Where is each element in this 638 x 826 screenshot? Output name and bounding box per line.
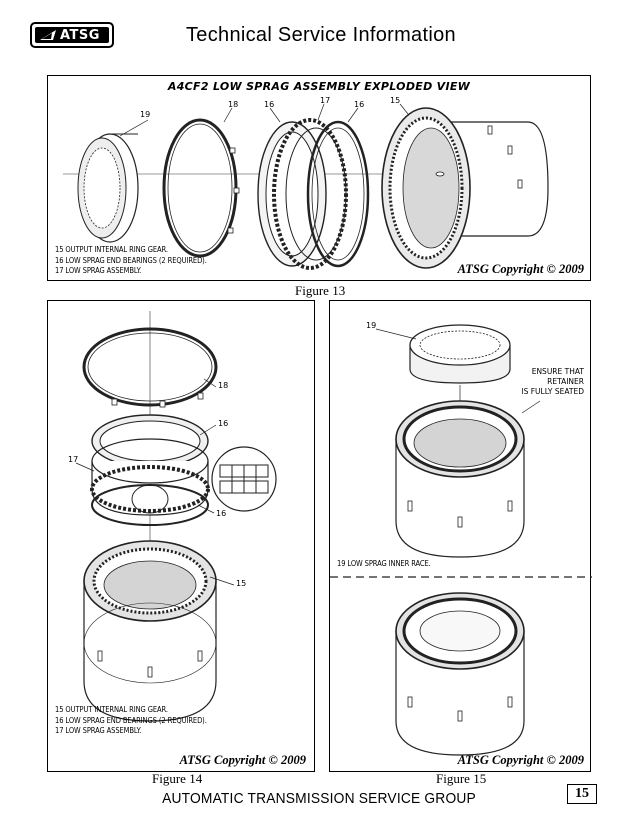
end-bearing-16b-drawing (306, 120, 370, 268)
ring-gear-15-drawing (83, 540, 217, 722)
callout-16b: 16 (216, 509, 227, 518)
figure-13-legend: 15 OUTPUT INTERNAL RING GEAR. 16 LOW SPR… (55, 245, 207, 277)
legend-item: 15 OUTPUT INTERNAL RING GEAR. (55, 705, 168, 714)
legend-item: 16 LOW SPRAG END BEARINGS (2 REQUIRED). (55, 715, 207, 725)
sprag-assembly-17-drawing (272, 118, 348, 270)
retainer-ring-18-drawing (82, 327, 218, 408)
legend-item: 15 OUTPUT INTERNAL RING GEAR. (55, 245, 168, 254)
inner-race-19-drawing (409, 324, 511, 384)
ring-gear-15-drawing (381, 107, 549, 269)
page-number: 15 (567, 784, 597, 804)
atsg-logo: ATSG (30, 22, 114, 48)
figure-15-legend: 19 LOW SPRAG INNER RACE. (337, 559, 431, 570)
end-bearing-16b-drawing (91, 484, 209, 526)
legend-item: 16 LOW SPRAG END BEARINGS (2 REQUIRED). (55, 255, 207, 265)
figure-13-copyright: ATSG Copyright © 2009 (457, 262, 584, 276)
callout-17: 17 (320, 96, 331, 105)
callout-19: 19 (366, 321, 377, 330)
installation-view-illustration (330, 324, 592, 756)
callout-15: 15 (236, 579, 247, 588)
callout-17: 17 (68, 455, 79, 464)
figure-14-legend: 15 OUTPUT INTERNAL RING GEAR. 16 LOW SPR… (55, 705, 207, 737)
legend-item: 17 LOW SPRAG ASSEMBLY. (55, 266, 142, 275)
exploded-view-illustration (63, 103, 549, 270)
sprag-assembly-17-drawing (90, 438, 277, 516)
logo-emblem-icon (40, 30, 56, 40)
figure-14-caption: Figure 14 (152, 771, 203, 786)
legend-item: 19 LOW SPRAG INNER RACE. (337, 559, 431, 568)
retainer-ring-18-drawing (162, 118, 240, 258)
figure-15-panel: 19 ENSURE THAT RETAINER IS FULLY SEATED … (329, 300, 592, 772)
figure-13-title: A4CF2 LOW SPRAG ASSEMBLY EXPLODED VIEW (167, 80, 471, 93)
legend-item: 17 LOW SPRAG ASSEMBLY. (55, 726, 142, 735)
logo-text: ATSG (60, 27, 100, 43)
page-title: Technical Service Information (186, 24, 456, 46)
figure-15-caption: Figure 15 (436, 771, 487, 786)
retainer-seated-note: ENSURE THAT RETAINER IS FULLY SEATED (521, 367, 584, 396)
assembly-view-illustration (75, 311, 277, 722)
callout-18: 18 (228, 100, 239, 109)
figure-14-panel: 18 16 17 16 15 15 OUTPUT INTERNAL RING G… (47, 300, 315, 772)
callout-16: 16 (264, 100, 275, 109)
inner-race-19-drawing (77, 133, 139, 243)
callout-15: 15 (390, 96, 401, 105)
end-bearing-16-drawing (91, 414, 209, 468)
callout-16: 16 (218, 419, 229, 428)
figure-14-copyright: ATSG Copyright © 2009 (179, 753, 306, 767)
page-footer: AUTOMATIC TRANSMISSION SERVICE GROUP (162, 790, 476, 807)
callout-16b: 16 (354, 100, 365, 109)
callout-19: 19 (140, 110, 151, 119)
figure-13-caption: Figure 13 (295, 283, 346, 298)
callout-18: 18 (218, 381, 229, 390)
ring-gear-final-drawing (395, 592, 525, 756)
figure-15-copyright: ATSG Copyright © 2009 (457, 753, 584, 767)
figure-13-panel: A4CF2 LOW SPRAG ASSEMBLY EXPLODED VIEW (47, 75, 591, 281)
ring-gear-assembled-drawing (395, 400, 525, 558)
